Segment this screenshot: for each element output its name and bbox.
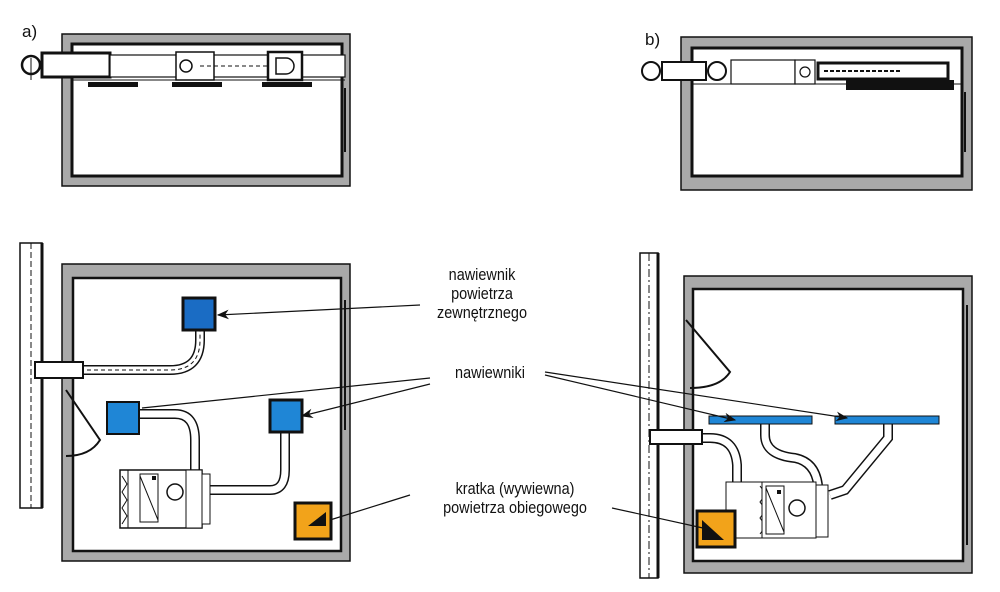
panel-label-a: a)	[22, 22, 38, 41]
label-line: powietrza obiegowego	[443, 498, 587, 517]
outdoor-air-inlet-a	[181, 296, 217, 332]
label-line: powietrza	[451, 284, 513, 303]
supply-diffuser-b2	[834, 415, 940, 425]
label-line: nawiewnik	[448, 265, 516, 284]
label-line: kratka (wywiewna)	[455, 479, 575, 498]
label-return-grille: kratka (wywiewna) powietrza obiegowego	[417, 479, 613, 517]
supply-diffuser-a2	[268, 398, 304, 434]
leader-lines	[141, 304, 849, 531]
room-b-plan	[639, 252, 973, 579]
label-supply-diffusers: nawiewniki	[455, 363, 525, 382]
label-outdoor-air-inlet: nawiewnik powietrza zewnętrznego	[423, 265, 542, 322]
room-a-section	[20, 33, 351, 187]
label-line: zewnętrznego	[437, 303, 527, 322]
panel-label-b: b)	[645, 30, 661, 49]
room-a-plan	[19, 242, 351, 562]
supply-diffuser-b1	[708, 415, 813, 425]
room-b-section	[641, 36, 973, 191]
supply-diffuser-a1	[106, 401, 140, 435]
